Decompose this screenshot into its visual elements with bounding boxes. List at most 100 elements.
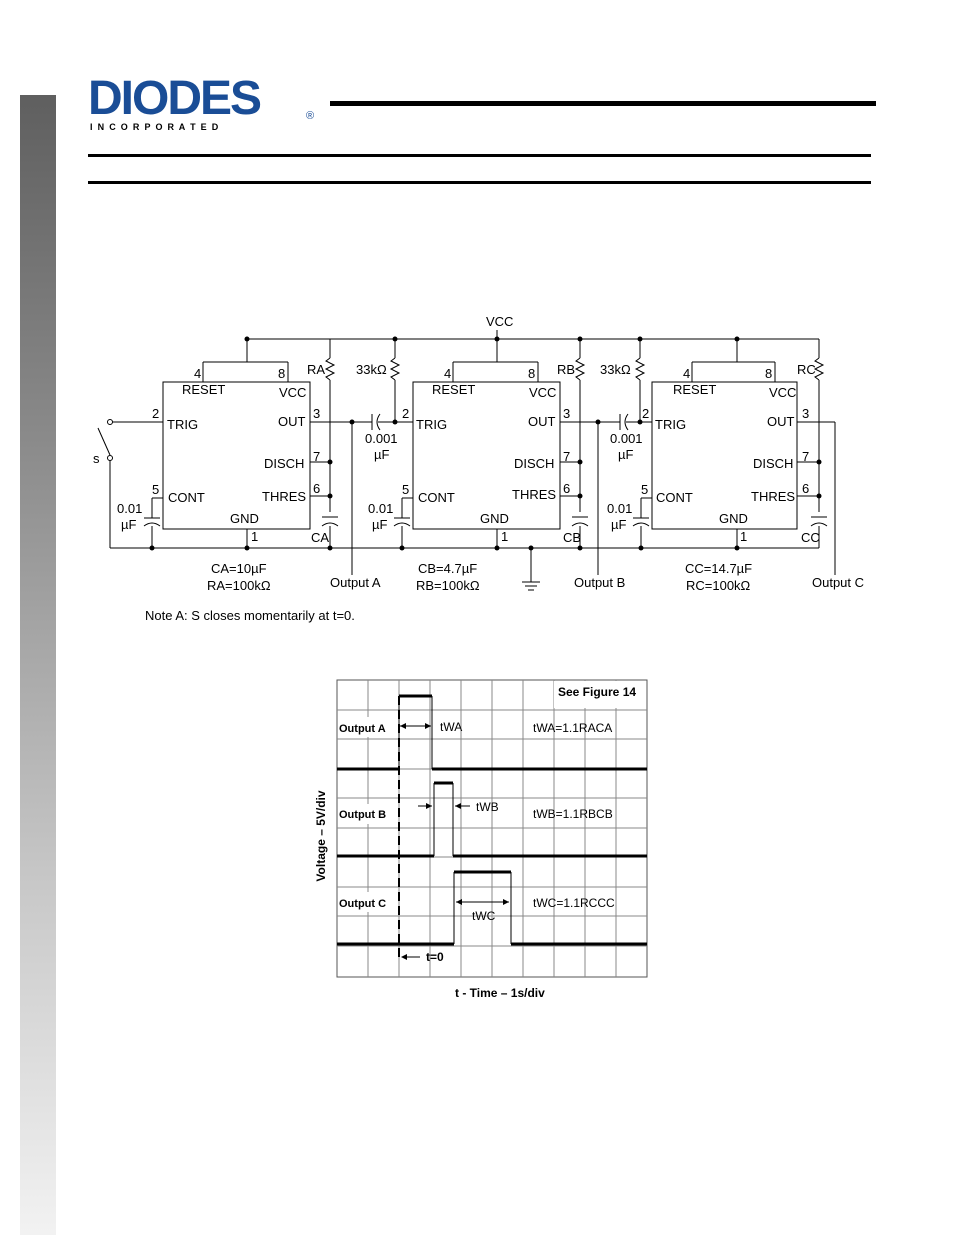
output-b-label: Output B xyxy=(574,575,625,590)
stage-a-pin7: 7 xyxy=(313,449,320,464)
coupling-cap-a-unit: µF xyxy=(374,447,389,462)
coupling-cap-b-unit: µF xyxy=(618,447,633,462)
stage-c-thres: THRES xyxy=(751,489,795,504)
stage-c-pin6: 6 xyxy=(802,481,809,496)
stage-a-trig: TRIG xyxy=(167,417,198,432)
stage-b-cont-cap: 0.01 xyxy=(368,501,393,516)
stage-c-r: RC xyxy=(797,362,816,377)
stage-c-pin3: 3 xyxy=(802,406,809,421)
stage-a-cont-cap-unit: µF xyxy=(121,517,136,532)
stage-c-rval: RC=100kΩ xyxy=(686,578,751,593)
stage-c-pin8: 8 xyxy=(765,366,772,381)
timing-output-c-label: Output C xyxy=(339,898,386,910)
stage-a-vcc: VCC xyxy=(279,385,306,400)
logo-registered-mark: ® xyxy=(306,110,314,122)
tw-b-formula: tWB=1.1RBCB xyxy=(533,807,613,821)
stage-c-pin2: 2 xyxy=(642,406,649,421)
stage-c-cont-cap-unit: µF xyxy=(611,517,626,532)
stage-a-pin4: 4 xyxy=(194,366,201,381)
stage-a-pin2: 2 xyxy=(152,406,159,421)
stage-a-pin5: 5 xyxy=(152,482,159,497)
stage-c-cont: CONT xyxy=(656,490,693,505)
coupling-cap-a: 0.001 xyxy=(365,431,398,446)
stage-b-pin4: 4 xyxy=(444,366,451,381)
stage-b-disch: DISCH xyxy=(514,456,554,471)
stage-a-pin3: 3 xyxy=(313,406,320,421)
stage-b-pin5: 5 xyxy=(402,482,409,497)
stage-a-r: RA xyxy=(307,362,325,377)
stage-c-disch: DISCH xyxy=(753,456,793,471)
stage-a-reset: RESET xyxy=(182,382,225,397)
time-axis-label: t - Time – 1s/div xyxy=(455,986,545,1000)
stage-b-cval: CB=4.7µF xyxy=(418,561,477,576)
diodes-logo: DIODES I N C O R P O R A T E D ® xyxy=(88,72,314,132)
stage-b-cont-cap-unit: µF xyxy=(372,517,387,532)
timing-waveform-diagram: See Figure 14 Output A Output B Output C… xyxy=(314,679,648,1000)
stage-b-pin6: 6 xyxy=(563,481,570,496)
stage-b-vcc: VCC xyxy=(529,385,556,400)
stage-c-c: CC xyxy=(801,530,820,545)
pullup-b-label: 33kΩ xyxy=(600,362,631,377)
logo-sub-text: I N C O R P O R A T E D xyxy=(90,122,220,132)
stage-c-cont-cap: 0.01 xyxy=(607,501,632,516)
logo-main-text: DIODES xyxy=(88,72,261,125)
stage-a-pin6: 6 xyxy=(313,481,320,496)
voltage-axis-label: Voltage – 5V/div xyxy=(314,790,328,881)
stage-b-rval: RB=100kΩ xyxy=(416,578,480,593)
header-bar xyxy=(330,101,876,106)
see-figure-label: See Figure 14 xyxy=(558,685,636,699)
stage-b-r: RB xyxy=(557,362,575,377)
tw-c-formula: tWC=1.1RCCC xyxy=(533,896,615,910)
stage-b-pin3: 3 xyxy=(563,406,570,421)
stage-c-out: OUT xyxy=(767,414,795,429)
switch-label: s xyxy=(93,451,100,466)
stage-b-pin7: 7 xyxy=(563,449,570,464)
stage-c-trig: TRIG xyxy=(655,417,686,432)
stage-a-thres: THRES xyxy=(262,489,306,504)
stage-a-cval: CA=10µF xyxy=(211,561,267,576)
stage-b-thres: THRES xyxy=(512,487,556,502)
stage-c-pin5: 5 xyxy=(641,482,648,497)
timing-output-a-label: Output A xyxy=(339,723,386,735)
header-rule-bottom xyxy=(88,181,871,184)
stage-a-c: CA xyxy=(311,530,329,545)
vcc-label: VCC xyxy=(486,314,513,329)
header-rule-top xyxy=(88,154,871,157)
stage-a-cont: CONT xyxy=(168,490,205,505)
stage-b-trig: TRIG xyxy=(416,417,447,432)
page-side-bar xyxy=(20,95,56,1235)
switch-note: Note A: S closes momentarily at t=0. xyxy=(145,608,355,623)
cascaded-timer-circuit: VCC s 4 8 RESET VCC 2 TRIG 3 OUT 7 DISCH… xyxy=(93,314,864,623)
stage-a-cont-cap: 0.01 xyxy=(117,501,142,516)
t-zero-label: t=0 xyxy=(426,950,444,964)
tw-c-marker: tWC xyxy=(472,909,496,923)
timing-output-b-label: Output B xyxy=(339,809,386,821)
stage-b-out: OUT xyxy=(528,414,556,429)
pullup-a-label: 33kΩ xyxy=(356,362,387,377)
stage-b-cont: CONT xyxy=(418,490,455,505)
stage-b-c: CB xyxy=(563,530,581,545)
stage-c-pin1: 1 xyxy=(740,529,747,544)
stage-b-gnd: GND xyxy=(480,511,509,526)
stage-a-gnd: GND xyxy=(230,511,259,526)
stage-c-pin4: 4 xyxy=(683,366,690,381)
output-a-label: Output A xyxy=(330,575,381,590)
tw-b-marker: tWB xyxy=(476,800,499,814)
stage-b-pin2: 2 xyxy=(402,406,409,421)
stage-c-gnd: GND xyxy=(719,511,748,526)
tw-a-formula: tWA=1.1RACA xyxy=(533,721,612,735)
stage-c-vcc: VCC xyxy=(769,385,796,400)
stage-c-cval: CC=14.7µF xyxy=(685,561,752,576)
stage-b-reset: RESET xyxy=(432,382,475,397)
output-c-label: Output C xyxy=(812,575,864,590)
stage-b-pin8: 8 xyxy=(528,366,535,381)
stage-a-pin1: 1 xyxy=(251,529,258,544)
coupling-cap-b: 0.001 xyxy=(610,431,643,446)
stage-a-pin8: 8 xyxy=(278,366,285,381)
stage-a-disch: DISCH xyxy=(264,456,304,471)
stage-a-out: OUT xyxy=(278,414,306,429)
stage-b-pin1: 1 xyxy=(501,529,508,544)
stage-c-pin7: 7 xyxy=(802,449,809,464)
stage-c-reset: RESET xyxy=(673,382,716,397)
tw-a-marker: tWA xyxy=(440,720,462,734)
